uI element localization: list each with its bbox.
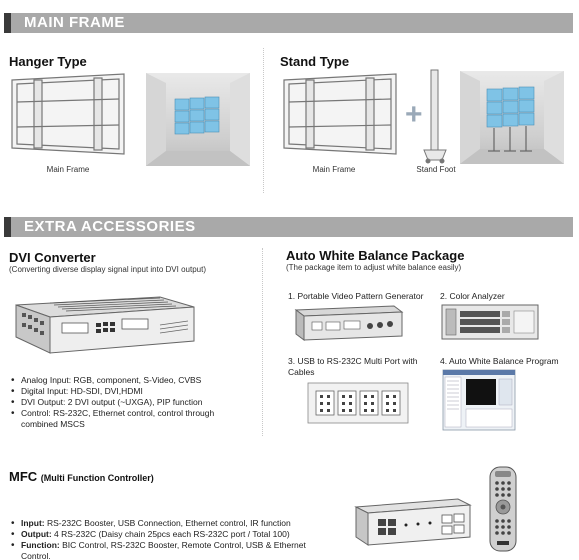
banner-square: [4, 13, 11, 33]
hanger-frame-drawing: [11, 73, 125, 155]
usb-multiport-drawing: [307, 382, 409, 424]
main-frame-banner: MAIN FRAME: [4, 13, 573, 33]
awb-subtitle: (The package item to adjust white balanc…: [286, 263, 462, 272]
mfc-feature: Function: BIC Control, RS-232C Booster, …: [11, 540, 311, 560]
mfc-feature: Input: RS-232C Booster, USB Connection, …: [11, 518, 311, 529]
stand-type-title: Stand Type: [280, 54, 350, 69]
extra-accessories-heading: EXTRA ACCESSORIES: [24, 218, 196, 235]
awb-item-program: 4. Auto White Balance Program: [440, 356, 559, 366]
stand-foot-caption: Stand Foot: [416, 165, 456, 174]
dvi-feature: Digital Input: HD-SDI, DVI,HDMI: [11, 386, 251, 397]
mfc-device-drawing: [354, 498, 472, 546]
banner-square: [4, 217, 11, 237]
plus-sign: +: [405, 98, 423, 131]
main-frame-heading: MAIN FRAME: [24, 14, 125, 31]
color-analyzer-drawing: [441, 304, 539, 340]
dvi-feature: DVI Output: 2 DVI output (~UXGA), PIP fu…: [11, 397, 251, 408]
mfc-title-main: MFC: [9, 469, 38, 484]
awb-item-color-analyzer: 2. Color Analyzer: [440, 291, 505, 301]
remote-control-drawing: [489, 466, 517, 552]
main-frame-divider: [263, 48, 264, 193]
hanger-main-frame-caption: Main Frame: [46, 165, 90, 174]
pattern-generator-drawing: [294, 305, 404, 341]
mfc-feature-label: Input:: [21, 518, 45, 528]
mfc-title: MFC (Multi Function Controller): [9, 469, 154, 484]
awb-title: Auto White Balance Package: [286, 248, 465, 263]
hanger-room-photo: [146, 73, 250, 166]
hanger-type-title: Hanger Type: [9, 54, 87, 69]
mfc-feature-label: Function:: [21, 540, 60, 550]
dvi-feature: Analog Input: RGB, component, S-Video, C…: [11, 375, 251, 386]
awb-program-screenshot: [442, 369, 516, 431]
dvi-features-list: Analog Input: RGB, component, S-Video, C…: [11, 375, 251, 430]
accessories-divider: [262, 248, 263, 436]
dvi-converter-title: DVI Converter: [9, 250, 96, 265]
mfc-feature-text: RS-232C Booster, USB Connection, Etherne…: [44, 518, 291, 528]
mfc-feature-text: BIC Control, RS-232C Booster, Remote Con…: [21, 540, 306, 560]
stand-main-frame-caption: Main Frame: [312, 165, 356, 174]
mfc-feature: Output: 4 RS-232C (Daisy chain 25pcs eac…: [11, 529, 311, 540]
dvi-converter-subtitle: (Converting diverse display signal input…: [9, 265, 206, 274]
mfc-feature-label: Output:: [21, 529, 52, 539]
dvi-converter-drawing: [15, 296, 195, 354]
mfc-features-list: Input: RS-232C Booster, USB Connection, …: [11, 518, 311, 560]
mfc-feature-text: 4 RS-232C (Daisy chain 25pcs each RS-232…: [51, 529, 290, 539]
stand-frame-drawing: [283, 73, 397, 155]
mfc-title-paren: (Multi Function Controller): [40, 473, 154, 483]
stand-room-photo: [460, 71, 564, 164]
awb-item-pattern-generator: 1. Portable Video Pattern Generator: [288, 291, 424, 301]
stand-foot-drawing: [423, 69, 447, 164]
extra-accessories-banner: EXTRA ACCESSORIES: [4, 217, 573, 237]
awb-item-usb-multiport: 3. USB to RS-232C Multi Port with Cables: [288, 356, 418, 377]
dvi-feature: Control: RS-232C, Ethernet control, cont…: [11, 408, 251, 430]
